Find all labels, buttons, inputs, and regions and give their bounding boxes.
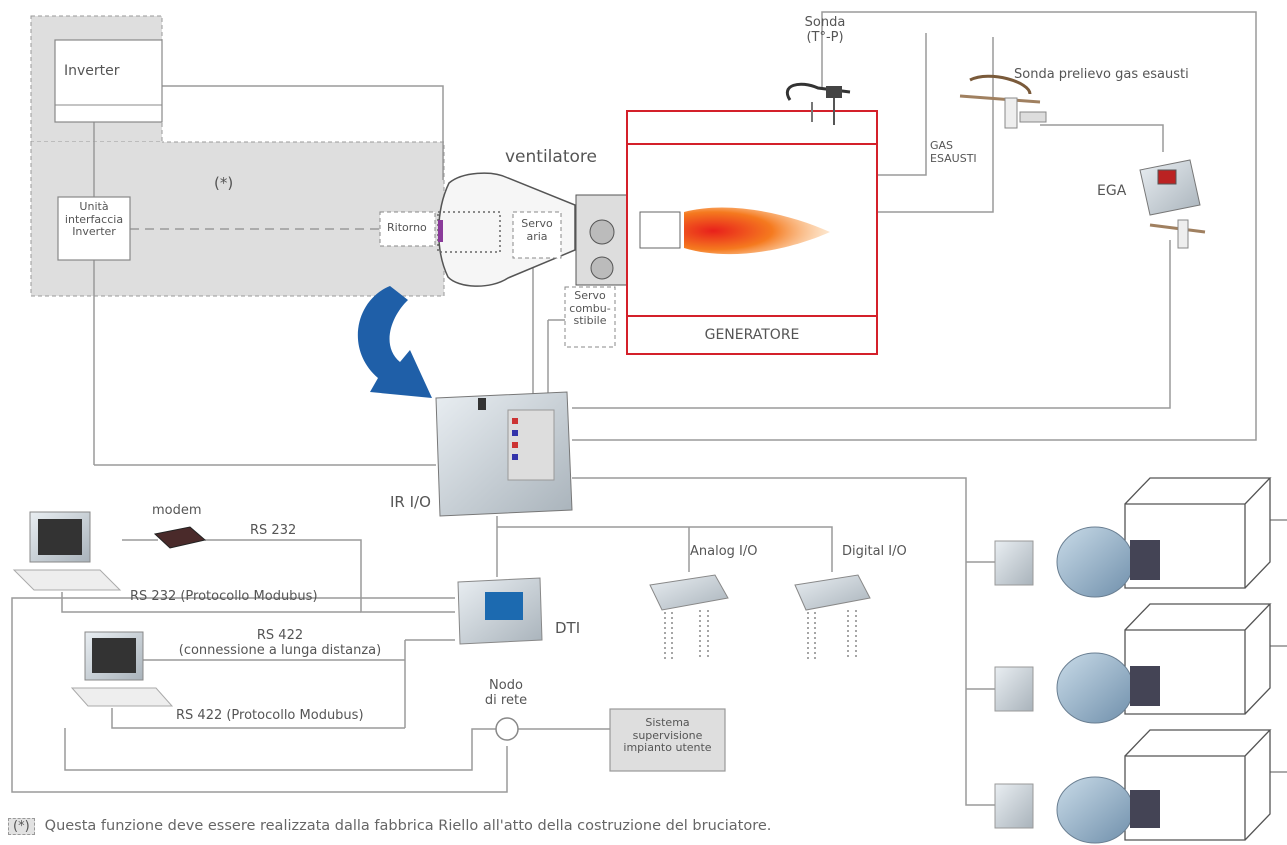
pc-workstation-2: [72, 632, 172, 706]
rs232-modbus-label: RS 232 (Protocollo Modubus): [130, 590, 318, 605]
network-node: [496, 718, 518, 740]
footnote-tag: (*): [8, 818, 35, 835]
sonda-prelievo-label: Sonda prelievo gas esausti: [1014, 68, 1189, 83]
blue-curved-arrow: [358, 286, 432, 398]
burner-unit-3: [995, 730, 1287, 843]
inverter-box: [55, 40, 162, 122]
digital-io-label: Digital I/O: [842, 545, 907, 560]
ega-analyzer-icon: [1140, 160, 1205, 248]
supervision-system-label: Sistema supervisione impianto utente: [610, 717, 725, 755]
burner-unit-1: [995, 478, 1287, 597]
analog-io-module: [650, 575, 728, 660]
dti-label: DTI: [555, 620, 580, 637]
ega-label: EGA: [1097, 183, 1126, 199]
rs232-label: RS 232: [250, 524, 296, 539]
servo-aria-label: Servo aria: [513, 218, 561, 243]
ritorno-label: Ritorno: [387, 222, 427, 235]
ventilatore-label: ventilatore: [505, 148, 597, 168]
generatore-label: GENERATORE: [627, 327, 877, 343]
gas-esausti-label: GAS ESAUSTI: [930, 140, 977, 165]
dti-terminal: [458, 578, 542, 644]
inverter-label: Inverter: [64, 63, 120, 79]
modem-label: modem: [152, 504, 202, 519]
generator: [627, 111, 877, 354]
modem-icon: [155, 527, 205, 548]
digital-io-module: [795, 575, 870, 660]
analog-io-label: Analog I/O: [690, 545, 758, 560]
interface-unit-label: Unità interfaccia Inverter: [58, 201, 130, 239]
nodo-rete-label: Nodo di rete: [476, 679, 536, 709]
sonda-label: Sonda (T°-P): [800, 16, 850, 46]
rs422-modbus-label: RS 422 (Protocollo Modubus): [176, 709, 364, 724]
rs422-label: RS 422 (connessione a lunga distanza): [158, 629, 402, 659]
pc-workstation-1: [14, 512, 120, 590]
burner-unit-2: [995, 604, 1287, 723]
exhaust-gas-probe-icon: [960, 76, 1046, 128]
footnote: (*) Questa funzione deve essere realizzat…: [8, 818, 771, 835]
ir-io-cabinet: [436, 392, 572, 516]
footnote-text: Questa funzione deve essere realizzata d…: [45, 818, 772, 834]
asterisk-label: (*): [214, 175, 233, 192]
servo-combustibile-label: Servo combu- stibile: [565, 290, 615, 328]
ir-io-label: IR I/O: [390, 494, 431, 511]
